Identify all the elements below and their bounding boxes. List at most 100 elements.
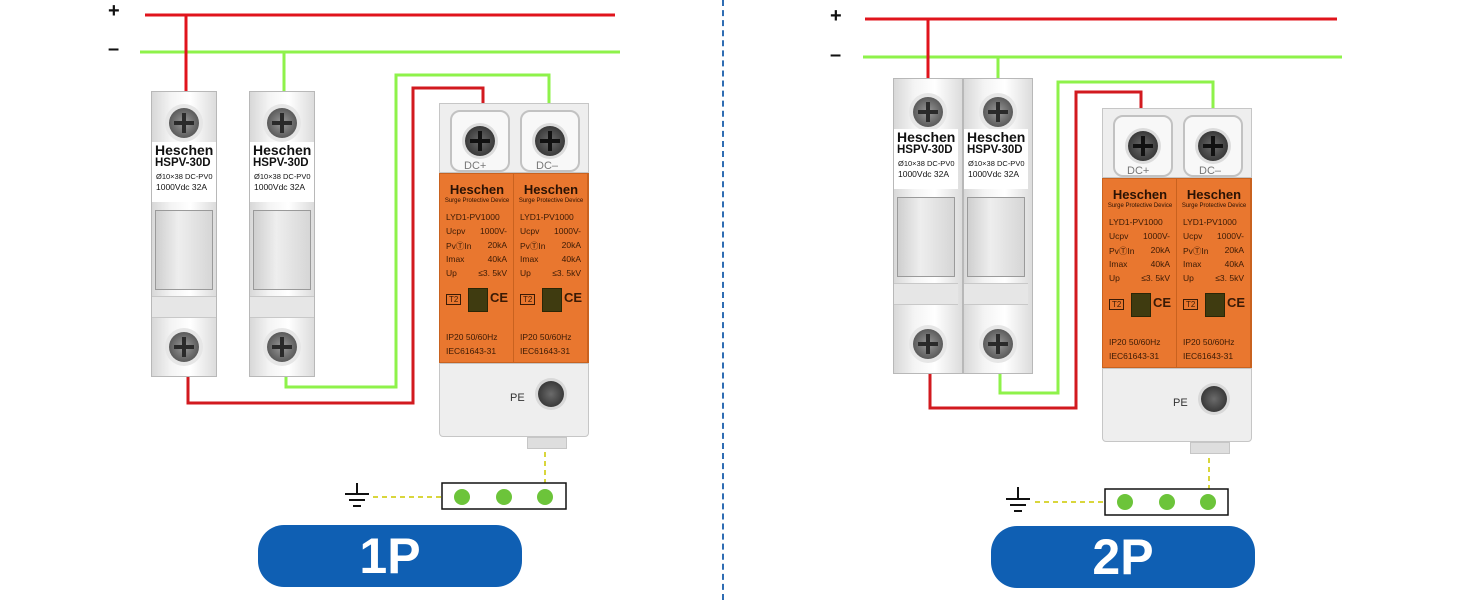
fuse-holder: Heschen HSPV-30D Ø10×38 DC-PV0 1000Vdc 3…: [249, 91, 315, 377]
fuse-model: HSPV-30D: [897, 144, 953, 156]
module-ip: IP20 50/60Hz: [1109, 337, 1161, 347]
fuse-groove: [894, 283, 958, 305]
status-window-icon: [542, 288, 562, 312]
module-model: LYD1-PV1000: [520, 212, 574, 222]
fuse-spec-size: Ø10×38 DC-PV0: [968, 159, 1025, 168]
module-row-value: 1000V-: [1217, 231, 1244, 241]
fuse-spec-rating: 1000Vdc 32A: [254, 182, 306, 192]
dc-plus-label: DC+: [464, 160, 487, 172]
ground-terminal-dot: [1159, 494, 1175, 510]
fuse-window: [897, 197, 955, 277]
module-row-label: Imax: [446, 254, 465, 264]
screw-icon: [169, 332, 199, 362]
spd-foot: [527, 437, 567, 449]
fuse-holder: Heschen HSPV-30D Ø10×38 DC-PV0 1000Vdc 3…: [151, 91, 217, 377]
badge-2p: 2P: [991, 526, 1255, 588]
negative-sign: –: [108, 38, 120, 60]
module-ip: IP20 50/60Hz: [520, 332, 572, 342]
module-model: LYD1-PV1000: [1109, 217, 1163, 227]
status-window-icon: [468, 288, 488, 312]
module-row-label: Ucpv: [1109, 231, 1129, 241]
module-row-label: Imax: [520, 254, 539, 264]
terminal-dc-minus: [1183, 115, 1243, 177]
module-row-label: Up: [1183, 273, 1194, 283]
ground-terminal-dot: [454, 489, 470, 505]
module-row-value: 40kA: [1224, 259, 1244, 269]
module-row-value: 40kA: [1150, 259, 1170, 269]
ground-terminal-dot: [537, 489, 553, 505]
spd-module: Heschen Surge Protective Device LYD1-PV1…: [514, 174, 588, 362]
ce-mark: CE: [564, 290, 583, 305]
fuse-brand: Heschen: [897, 129, 956, 145]
fuse-spec-rating: 1000Vdc 32A: [898, 169, 950, 179]
module-row-label: Imax: [1183, 259, 1202, 269]
module-row-label: Up: [446, 268, 457, 278]
module-model: LYD1-PV1000: [446, 212, 500, 222]
module-row-label: Imax: [1109, 259, 1128, 269]
ce-mark: CE: [1153, 295, 1172, 310]
fuse-label-area: [152, 142, 216, 202]
screw-icon: [267, 332, 297, 362]
module-row-value: 1000V-: [480, 226, 507, 236]
spd-top-terminal-block: DC+ DC–: [439, 103, 589, 173]
panel-1p: + – Heschen HSPV-30D Ø10×38 DC-PV0 1000V…: [0, 0, 722, 600]
screw-icon: [983, 329, 1013, 359]
status-window-icon: [1131, 293, 1151, 317]
fuse-label-area: [894, 129, 958, 189]
terminal-dc-plus: [450, 110, 510, 172]
screw-icon: [465, 126, 495, 156]
wire-fuse2-to-dcminus: [998, 80, 1215, 395]
screw-icon: [1201, 386, 1227, 412]
ground-terminal-dot: [1117, 494, 1133, 510]
module-ip: IP20 50/60Hz: [1183, 337, 1235, 347]
spd-module: Heschen Surge Protective Device LYD1-PV1…: [1177, 179, 1251, 367]
module-brand: Heschen: [1112, 187, 1168, 202]
module-iec: IEC61643-31: [1183, 351, 1234, 361]
pe-label: PE: [1173, 397, 1188, 409]
module-row-value: ≤3. 5kV: [1215, 273, 1244, 283]
module-subtitle: Surge Protective Device: [444, 198, 510, 204]
positive-sign: +: [830, 5, 842, 27]
panel-divider: [722, 0, 724, 600]
ground-terminal-dot: [1200, 494, 1216, 510]
fuse-spec-rating: 1000Vdc 32A: [156, 182, 208, 192]
fuse-brand: Heschen: [967, 129, 1026, 145]
ground-symbol-icon: [345, 483, 369, 507]
fuse-label-area: [250, 142, 314, 202]
screw-icon: [538, 381, 564, 407]
t2-mark: T2: [520, 294, 536, 305]
panel-2p: + – Heschen HSPV-30D Ø10×38 DC-PV0 1000V…: [725, 0, 1464, 600]
spd-foot: [1190, 442, 1230, 454]
t2-mark: T2: [1109, 299, 1125, 310]
ground-symbol-icon: [1006, 487, 1030, 512]
fuse-groove: [152, 296, 216, 318]
module-row-label: Ucpv: [446, 226, 466, 236]
fuse-holder: Heschen HSPV-30D Ø10×38 DC-PV0 1000Vdc 3…: [893, 78, 963, 374]
spd-pe-block: PE: [1102, 368, 1252, 442]
module-row-value: ≤3. 5kV: [1141, 273, 1170, 283]
fuse-window: [253, 210, 311, 290]
module-row-label: Ucpv: [1183, 231, 1203, 241]
spd-module: Heschen Surge Protective Device LYD1-PV1…: [440, 174, 514, 362]
fuse-window: [155, 210, 213, 290]
fuse-model: HSPV-30D: [967, 144, 1023, 156]
fuse-spec-size: Ø10×38 DC-PV0: [898, 159, 955, 168]
ce-mark: CE: [1227, 295, 1246, 310]
terminal-dc-plus: [1113, 115, 1173, 177]
module-brand: Heschen: [1186, 187, 1242, 202]
t2-mark: T2: [446, 294, 462, 305]
dc-plus-label: DC+: [1127, 165, 1150, 177]
module-iec: IEC61643-31: [1109, 351, 1160, 361]
spd-module-body: Heschen Surge Protective Device LYD1-PV1…: [439, 173, 589, 363]
spd-module: Heschen Surge Protective Device LYD1-PV1…: [1103, 179, 1177, 367]
module-row-value: 20kA: [1224, 245, 1244, 255]
fuse-groove: [250, 296, 314, 318]
wiring-2p: [863, 17, 1342, 516]
module-subtitle: Surge Protective Device: [1181, 203, 1247, 209]
spd-module-body: Heschen Surge Protective Device LYD1-PV1…: [1102, 178, 1252, 368]
fuse-model: HSPV-30D: [253, 157, 309, 169]
spd-top-terminal-block: DC+ DC–: [1102, 108, 1252, 178]
module-row-label: PvⓉIn: [1183, 246, 1209, 256]
ground-terminal-dot: [496, 489, 512, 505]
dc-minus-label: DC–: [536, 160, 559, 172]
